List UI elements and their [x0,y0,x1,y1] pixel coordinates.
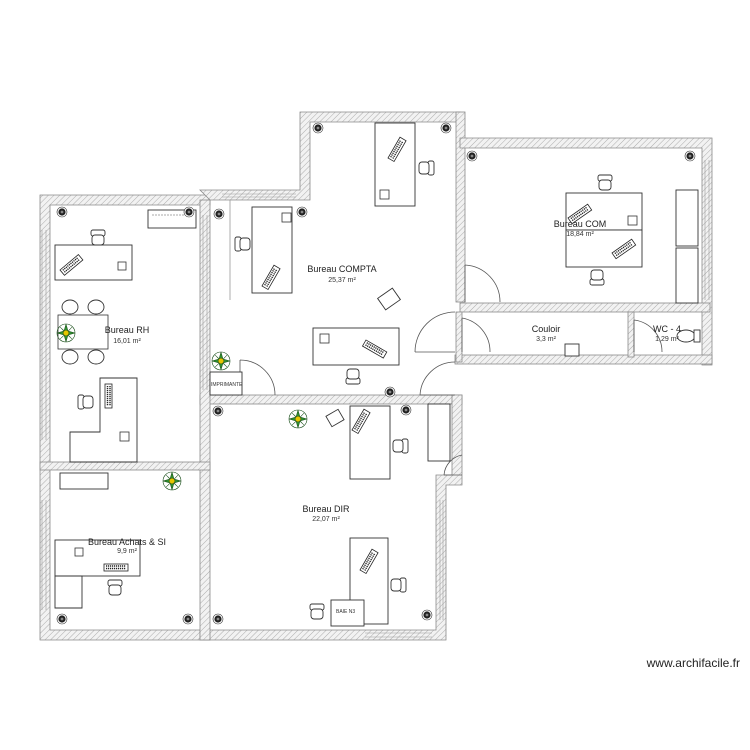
compta-furniture [209,122,435,396]
com-furniture [564,174,701,357]
room-name-compta: Bureau COMPTA [307,264,376,274]
room-name-com: Bureau COM [554,219,607,229]
doors[interactable] [239,264,663,476]
room-name-wc: WC - 4 [653,324,681,334]
room-area-dir: 22,07 m² [312,516,340,523]
room-area-rh: 16,01 m² [113,338,141,345]
room-name-achats: Bureau Achats & SI [88,537,166,547]
walls [39,111,713,641]
room-area-com: 18,84 m² [566,231,594,238]
imprimante-label: IMPRIMANTE [211,382,243,388]
room-labels: Bureau RH 16,01 m² Bureau COMPTA 25,37 m… [88,219,681,615]
baie-label: BAIE N3 [336,609,355,615]
archifacile-watermark: www.archifacile.fr [646,656,740,670]
rh-furniture [54,209,197,609]
room-area-couloir: 3,3 m² [536,336,557,343]
windows [41,160,710,638]
room-area-achats: 9,9 m² [117,548,138,555]
dir-furniture [309,403,451,627]
room-area-compta: 25,37 m² [328,277,356,284]
room-name-couloir: Couloir [532,324,561,334]
room-name-dir: Bureau DIR [302,504,350,514]
room-name-rh: Bureau RH [105,325,150,335]
room-area-wc: 1,29 m² [655,336,679,343]
